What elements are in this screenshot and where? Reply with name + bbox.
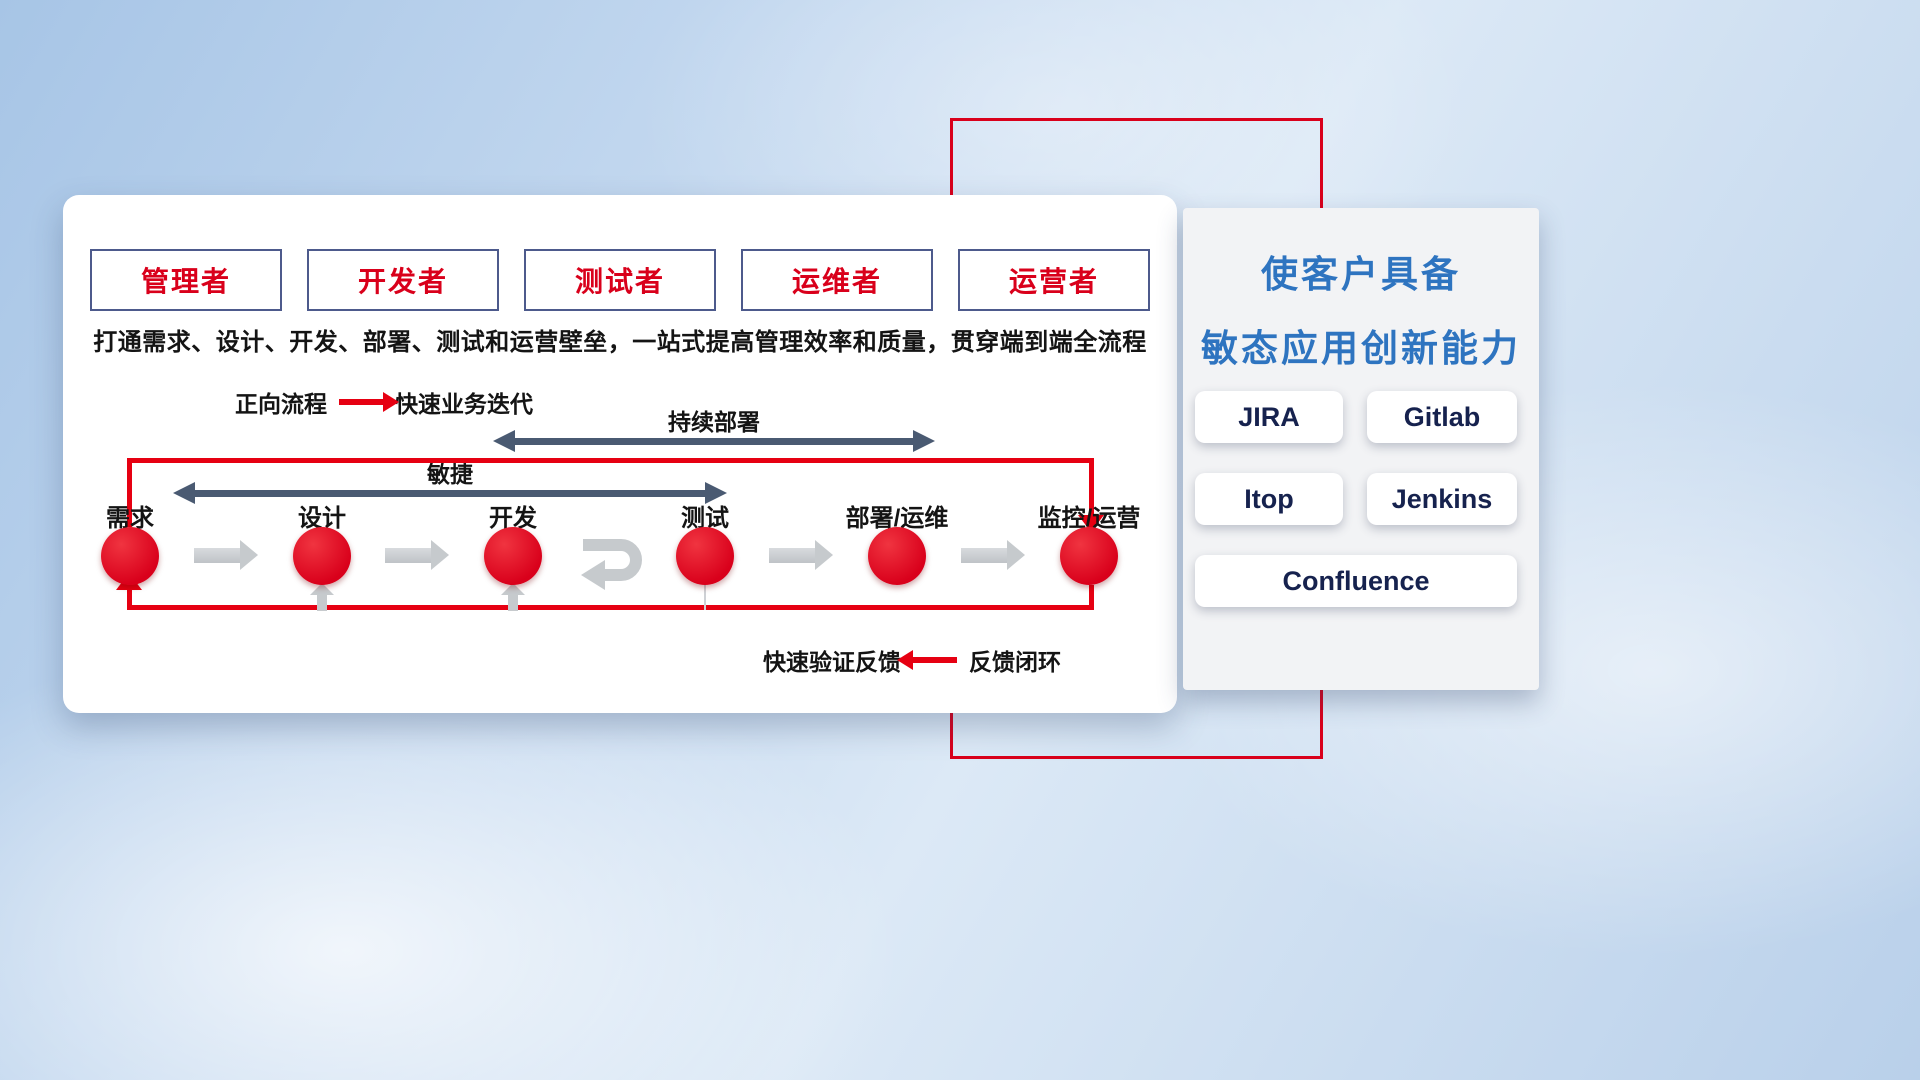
role-label: 运维者 (791, 266, 882, 297)
role-box-tester: 测试者 (524, 249, 716, 311)
tool-chip-jenkins: Jenkins (1367, 473, 1517, 525)
role-box-manager: 管理者 (90, 249, 282, 311)
forward-flow-legend: 正向流程 快速业务迭代 (235, 385, 533, 419)
feedback-label: 反馈闭环 (969, 649, 1061, 675)
stage-node-requirements (101, 527, 159, 585)
feedback-loop-line (127, 585, 1094, 610)
role-label: 开发者 (357, 266, 448, 297)
flow-arrow-icon (961, 540, 1025, 570)
role-box-operator: 运营者 (958, 249, 1150, 311)
tool-chip-label: Gitlab (1403, 401, 1481, 432)
feedback-up-arrow-development-icon (501, 583, 525, 611)
stage-node-deploy-ops (868, 527, 926, 585)
flow-arrow-icon (385, 540, 449, 570)
testing-drop-line (704, 585, 706, 610)
agile-label: 敏捷 (427, 461, 473, 487)
continuous-deployment-span-arrow-icon (493, 430, 935, 452)
tool-chip-label: Confluence (1282, 565, 1430, 596)
headline-text: 打通需求、设计、开发、部署、测试和运营壁垒，一站式提高管理效率和质量，贯穿端到端… (93, 329, 1147, 356)
forward-flow-label: 正向流程 (235, 391, 327, 417)
stage-node-monitor-operations (1060, 527, 1118, 585)
tool-chip-label: Jenkins (1391, 483, 1493, 514)
stage-node-testing (676, 527, 734, 585)
feedback-up-arrow-design-icon (310, 583, 334, 611)
tool-chip-itop: Itop (1195, 473, 1343, 525)
tool-chip-gitlab: Gitlab (1367, 391, 1517, 443)
tool-chip-label: Itop (1244, 483, 1294, 514)
continuous-deployment-label: 持续部署 (668, 409, 760, 435)
capability-title-line2: 敏态应用创新能力 (1201, 328, 1521, 369)
stage-node-design (293, 527, 351, 585)
feedback-legend: 快速验证反馈 反馈闭环 (763, 643, 1061, 677)
feedback-arrow-icon (897, 650, 957, 670)
devops-flow-panel: 管理者 开发者 测试者 运维者 运营者 打通需求、设计、开发、部署、测试和运营壁… (63, 195, 1177, 713)
role-box-developer: 开发者 (307, 249, 499, 311)
agile-span-arrow-icon (173, 482, 727, 504)
iteration-loop-icon (567, 531, 651, 596)
stage-node-development (484, 527, 542, 585)
tool-chip-label: JIRA (1238, 401, 1300, 432)
flow-arrow-icon (769, 540, 833, 570)
capability-title-line1: 使客户具备 (1261, 254, 1461, 295)
forward-arrow-icon (339, 392, 399, 412)
role-label: 运营者 (1008, 266, 1099, 297)
roles-row: 管理者 开发者 测试者 运维者 运营者 (90, 249, 1150, 311)
role-label: 测试者 (574, 266, 665, 297)
role-box-ops: 运维者 (741, 249, 933, 311)
tool-chip-jira: JIRA (1195, 391, 1343, 443)
tool-chip-confluence: Confluence (1195, 555, 1517, 607)
capability-panel: 使客户具备 敏态应用创新能力 JIRA Gitlab Itop Jenkins … (1183, 208, 1539, 690)
forward-flow-desc: 快速业务迭代 (395, 391, 533, 417)
feedback-desc: 快速验证反馈 (763, 649, 901, 675)
role-label: 管理者 (140, 266, 231, 297)
forward-loop-line (127, 458, 1094, 527)
flow-arrow-icon (194, 540, 258, 570)
